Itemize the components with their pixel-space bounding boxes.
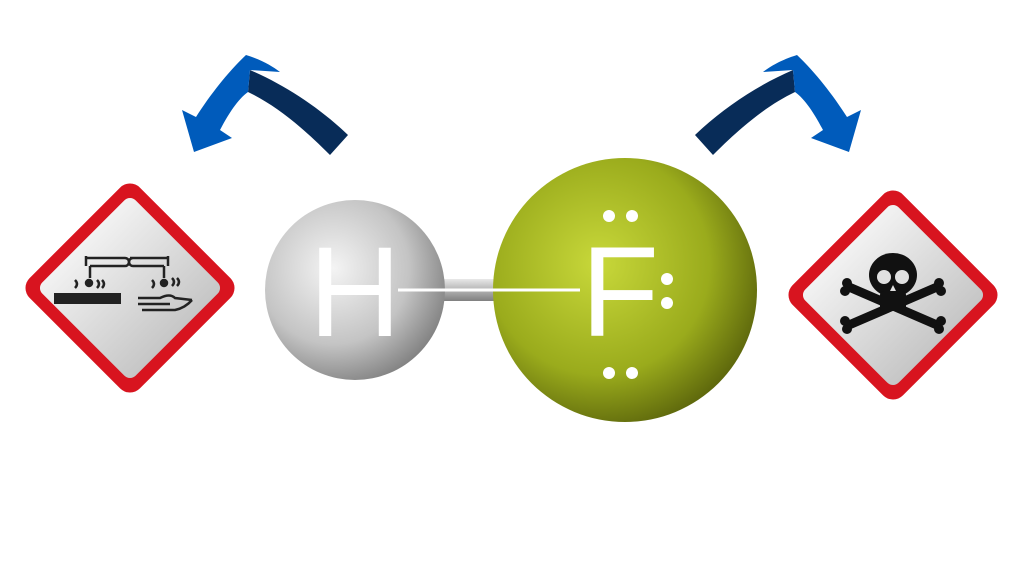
lone-pair-dots [603,210,673,379]
arrow-right-icon [695,55,861,155]
corrosive-icon [54,256,193,312]
corrosive-hazard-sign [25,183,235,393]
arrow-left-icon [182,55,348,155]
hydrogen-symbol: H [309,221,401,364]
fluorine-symbol: F [581,221,659,364]
toxic-hazard-sign [788,190,998,400]
hydrogen-atom [265,200,445,380]
skull-crossbones-icon [840,253,946,334]
fluorine-atom [493,158,757,422]
